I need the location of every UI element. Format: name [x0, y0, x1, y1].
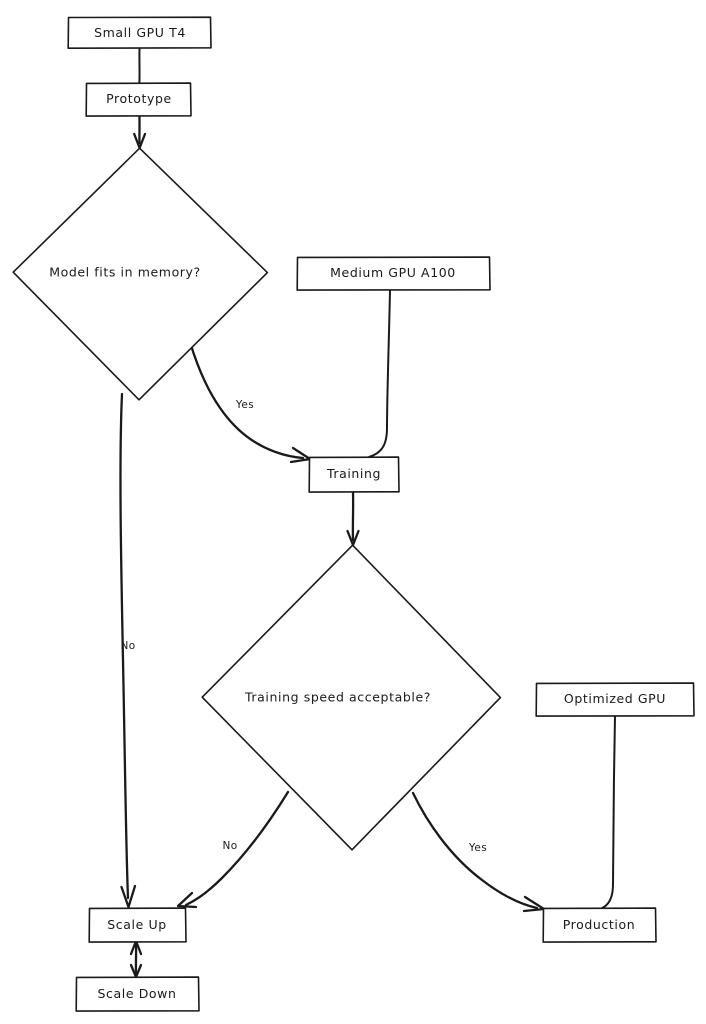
edge-prototype-to-fits-memory — [133, 114, 147, 150]
node-scale-up-label: Scale Up — [107, 917, 167, 932]
node-production[interactable]: Production — [542, 907, 657, 943]
node-scale-down[interactable]: Scale Down — [75, 976, 200, 1012]
edge-medium-gpu-to-training — [368, 289, 391, 458]
edge-label-speed-ok-no: No — [222, 840, 237, 852]
edge-label-fits-memory-yes: Yes — [235, 399, 254, 411]
edge-training-to-speed-ok — [346, 490, 360, 547]
node-production-label: Production — [563, 917, 636, 932]
edge-speed-ok-no-to-scale-up: No — [176, 790, 290, 909]
node-model-fits-in-memory-diamond — [12, 147, 269, 401]
node-optimized-gpu[interactable]: Optimized GPU — [535, 682, 695, 717]
node-medium-gpu-a100[interactable]: Medium GPU A100 — [296, 256, 491, 291]
node-model-fits-in-memory-label: Model fits in memory? — [49, 265, 201, 280]
node-small-gpu-t4-label: Small GPU T4 — [94, 25, 186, 40]
node-optimized-gpu-box — [535, 682, 695, 717]
node-scale-down-label: Scale Down — [97, 986, 176, 1001]
node-medium-gpu-a100-label: Medium GPU A100 — [330, 265, 456, 280]
node-training-speed-acceptable-label: Training speed acceptable? — [244, 690, 431, 705]
node-model-fits-in-memory[interactable]: Model fits in memory? — [12, 147, 269, 401]
edge-optimized-gpu-to-production — [601, 715, 616, 909]
node-small-gpu-t4[interactable]: Small GPU T4 — [67, 16, 212, 49]
edge-fits-memory-yes-to-training: Yes — [188, 340, 312, 464]
node-scale-up-box — [88, 907, 187, 943]
node-training-label: Training — [326, 466, 381, 481]
node-production-box — [542, 907, 657, 943]
node-training-speed-acceptable-diamond — [201, 544, 502, 851]
node-training[interactable]: Training — [308, 456, 400, 493]
node-small-gpu-t4-box — [67, 16, 212, 49]
edge-label-fits-memory-no: No — [120, 640, 135, 652]
edge-fits-memory-no-to-scale-up: No — [119, 392, 137, 909]
node-training-speed-acceptable[interactable]: Training speed acceptable? — [201, 544, 502, 851]
edge-scale-up-scale-down — [129, 939, 143, 979]
node-training-box — [308, 456, 400, 493]
edge-speed-ok-yes-to-production: Yes — [411, 791, 546, 913]
node-prototype-label: Prototype — [106, 91, 172, 106]
node-prototype[interactable]: Prototype — [85, 82, 192, 117]
node-medium-gpu-a100-box — [296, 256, 491, 291]
node-optimized-gpu-label: Optimized GPU — [564, 691, 666, 706]
node-scale-up[interactable]: Scale Up — [88, 907, 187, 943]
node-prototype-box — [85, 82, 192, 117]
node-scale-down-box — [75, 976, 200, 1012]
edge-label-speed-ok-yes: Yes — [468, 842, 487, 854]
